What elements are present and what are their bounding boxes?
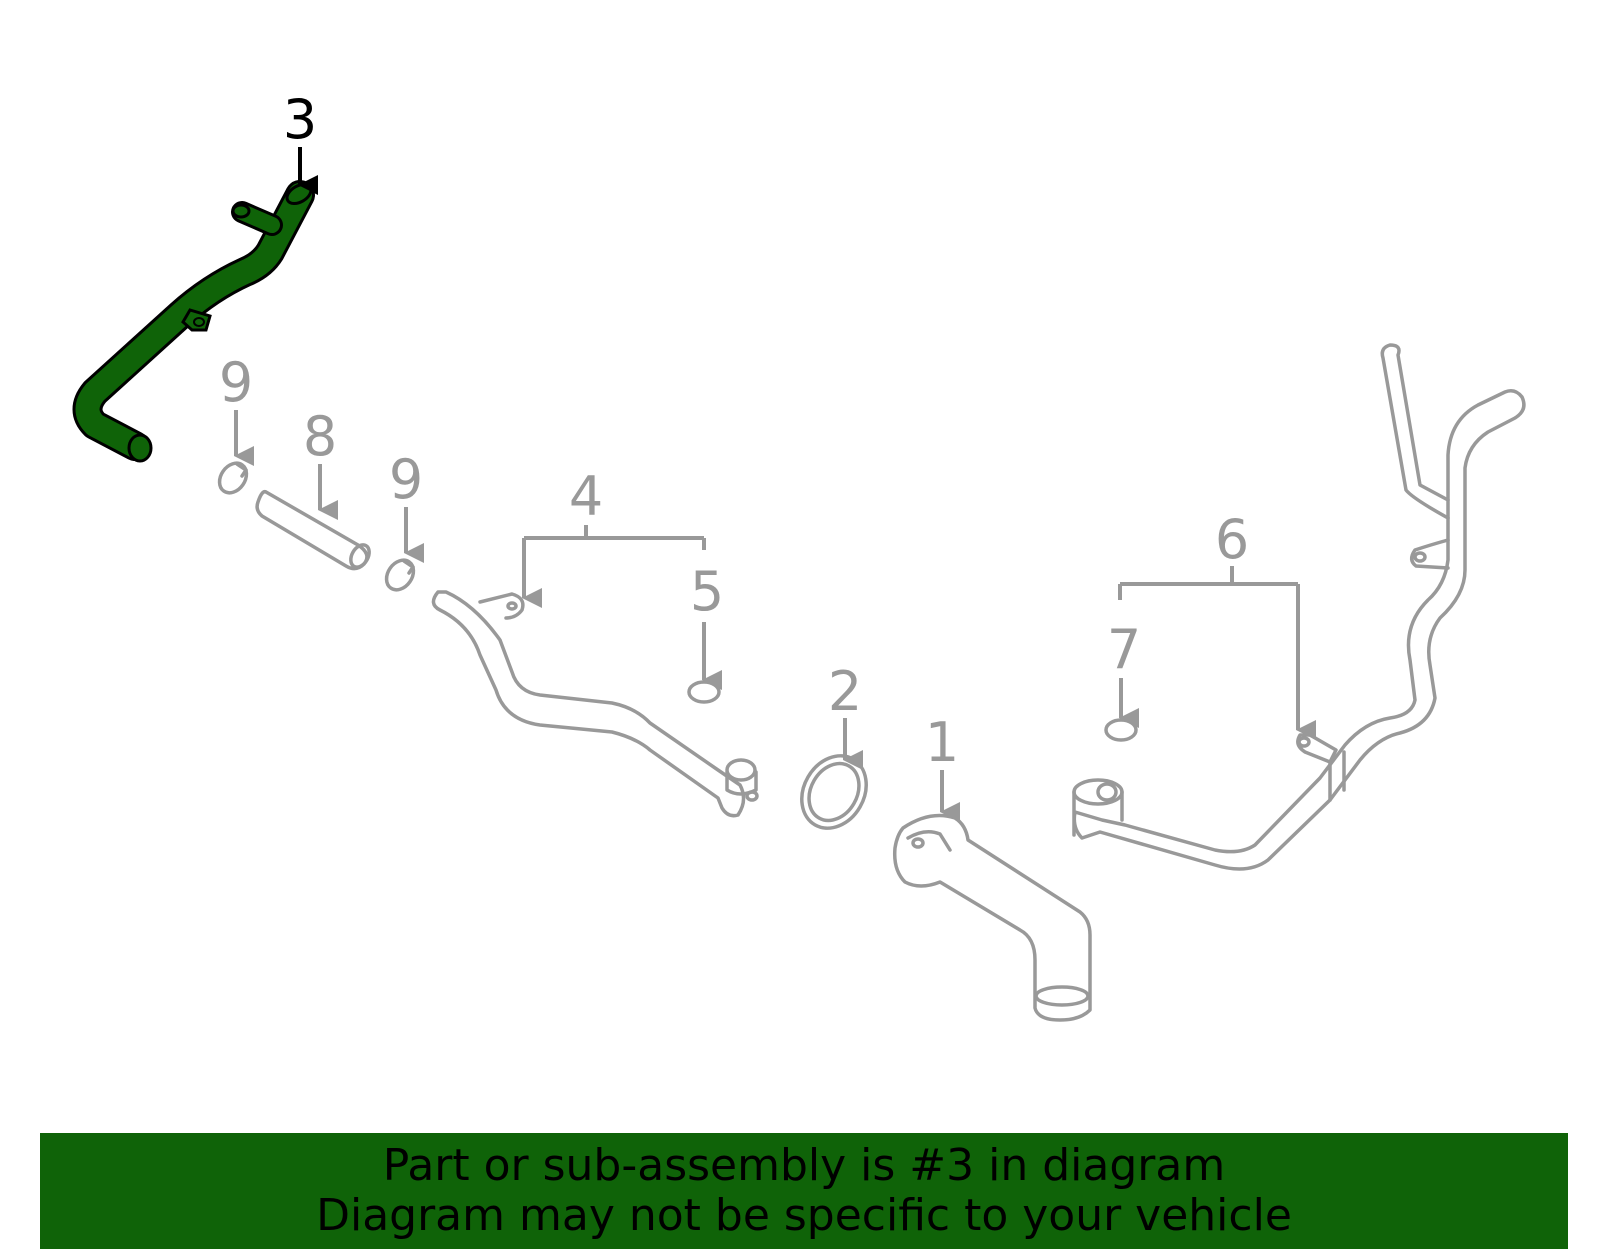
callout-8-label: 8: [303, 405, 337, 468]
part-7-o-ring[interactable]: [1104, 718, 1138, 742]
callout-2-label: 2: [828, 660, 862, 723]
callout-5[interactable]: 5: [690, 560, 724, 690]
callout-8[interactable]: 8: [303, 405, 338, 520]
part-9-clamp-left[interactable]: [214, 458, 252, 498]
callout-6-bracket: [1118, 566, 1300, 600]
callout-6[interactable]: 6: [1118, 508, 1316, 740]
callout-9-left-label: 9: [219, 351, 253, 414]
part-5-o-ring[interactable]: [687, 680, 721, 704]
banner-line-2: Diagram may not be specific to your vehi…: [316, 1190, 1292, 1241]
part-3-hose[interactable]: [72, 180, 315, 463]
part-6-pipe-assembly[interactable]: [1072, 343, 1526, 871]
callout-1-label: 1: [925, 711, 959, 774]
info-banner: Part or sub-assembly is #3 in diagram Di…: [40, 1133, 1568, 1249]
callout-4-label: 4: [569, 465, 603, 528]
banner-line-1: Part or sub-assembly is #3 in diagram: [382, 1140, 1226, 1191]
callout-2[interactable]: 2: [828, 660, 863, 770]
part-4-pipe[interactable]: [431, 590, 759, 818]
callout-7-label: 7: [1107, 618, 1141, 681]
callout-5-label: 5: [690, 560, 724, 623]
callout-6-label: 6: [1215, 508, 1249, 571]
callout-9-right-label: 9: [389, 448, 423, 511]
part-8-hose[interactable]: [255, 489, 373, 571]
callout-3-label: 3: [283, 88, 317, 151]
callout-9-left[interactable]: 9: [219, 351, 254, 466]
callout-7[interactable]: 7: [1107, 618, 1141, 728]
callout-4[interactable]: 4: [522, 465, 706, 608]
info-banner-background: [40, 1133, 1568, 1249]
callout-3[interactable]: 3: [283, 88, 318, 195]
part-1-outlet[interactable]: [892, 813, 1092, 1022]
part-9-clamp-right[interactable]: [381, 555, 419, 595]
callout-1[interactable]: 1: [925, 711, 960, 822]
part-2-gasket[interactable]: [789, 744, 879, 840]
callout-4-bracket: [522, 525, 706, 598]
callout-9-right[interactable]: 9: [389, 448, 424, 563]
